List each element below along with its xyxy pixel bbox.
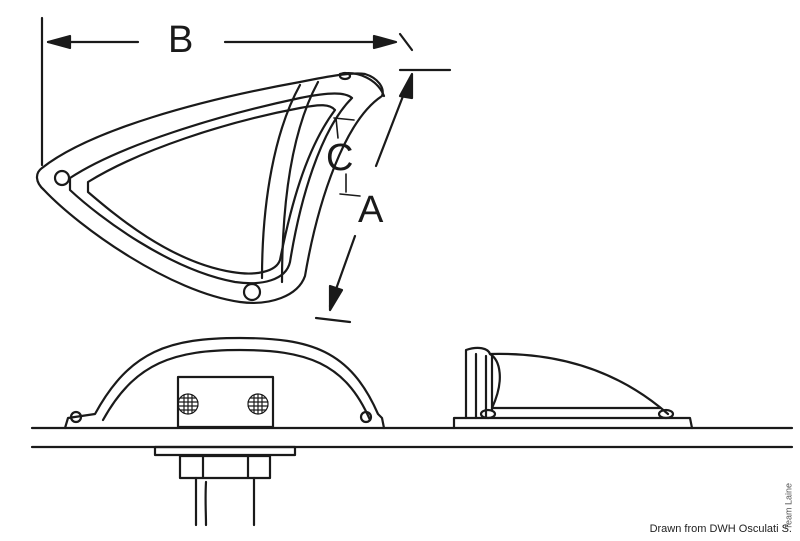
vent-hood-curve-2 bbox=[280, 80, 320, 284]
vent-inner-rim bbox=[68, 92, 354, 285]
front-screw-right-head bbox=[359, 410, 373, 424]
dimension-label-b: B bbox=[168, 19, 193, 61]
credit-text: Drawn from DWH Osculati S. bbox=[649, 523, 792, 535]
vent-side-view bbox=[452, 346, 694, 430]
front-flange-inner bbox=[101, 348, 372, 422]
front-screw-left-head bbox=[69, 410, 83, 424]
side-base-plate bbox=[452, 416, 694, 430]
dimension-label-a: A bbox=[358, 189, 384, 231]
side-hood-inner bbox=[474, 352, 494, 420]
side-screw-right bbox=[657, 408, 675, 420]
dimension-c bbox=[333, 117, 361, 197]
screw-hole-bottom bbox=[242, 282, 262, 302]
side-screw-left bbox=[479, 408, 497, 420]
dimension-a bbox=[314, 68, 452, 324]
vent-front-view bbox=[63, 336, 386, 527]
vent-top-view bbox=[35, 71, 386, 304]
dimension-b bbox=[40, 16, 414, 167]
front-backplate bbox=[153, 445, 297, 457]
mounting-surface bbox=[30, 426, 794, 449]
mesh-screw-left-icon bbox=[177, 393, 199, 415]
side-hood bbox=[464, 346, 670, 420]
front-flange bbox=[63, 336, 386, 430]
hood-tip-dot bbox=[338, 71, 352, 81]
dimension-label-c: C bbox=[326, 137, 353, 179]
side-hood-top bbox=[488, 352, 662, 410]
front-pipe bbox=[194, 476, 256, 527]
vent-outer-flange bbox=[35, 72, 384, 304]
mesh-screw-right-icon bbox=[247, 393, 269, 415]
front-nut bbox=[178, 454, 272, 480]
screw-hole-left bbox=[53, 169, 71, 187]
vent-inner-edge bbox=[86, 104, 337, 275]
vent-hood-curve bbox=[260, 83, 302, 280]
vent-hood-lip bbox=[338, 72, 386, 98]
credit-side-text: Team Laine bbox=[784, 483, 794, 530]
